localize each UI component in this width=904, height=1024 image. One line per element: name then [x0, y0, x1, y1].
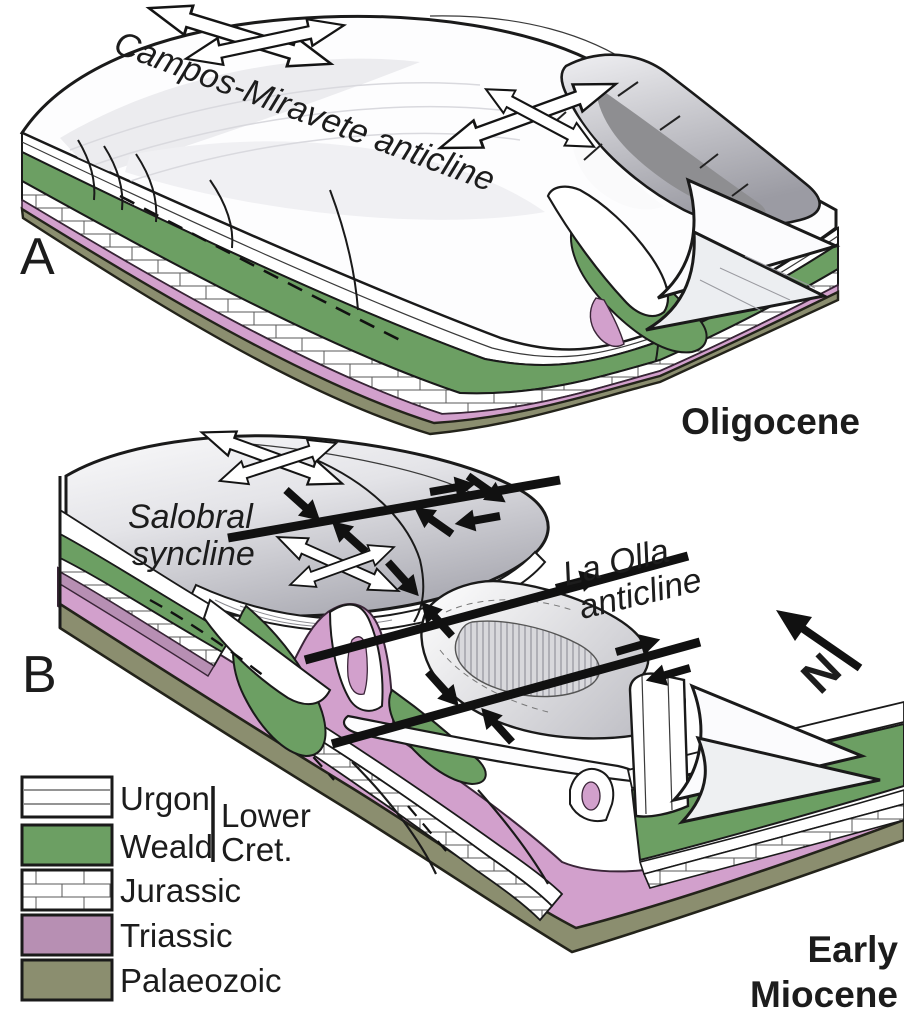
legend-swatch-jurassic — [20, 868, 114, 912]
legend-label-weald: Weald — [120, 828, 213, 865]
triassic-fault-traces — [351, 761, 549, 885]
panel-a: Campos-Miravete anticline A Oligocene — [19, 0, 860, 442]
fault-1 — [227, 466, 561, 561]
flap-hatch — [699, 255, 816, 311]
north-arrow-head — [776, 610, 812, 641]
legend-swatch-palaeozoic — [20, 958, 114, 1002]
stratum-palaeozoic-face-a — [20, 206, 840, 436]
panel-b-letter: B — [22, 646, 57, 704]
salobral-label-line1: Salobral — [128, 498, 254, 536]
fault-2 — [303, 551, 690, 665]
erosion-tick-marks — [547, 81, 749, 197]
legend-bracket-line2: Cret. — [221, 831, 293, 868]
jurassic-strip-right — [642, 803, 904, 889]
early-miocene-label-line1: Early — [807, 929, 898, 970]
weald-dashed-bedding — [119, 194, 401, 342]
legend-label-palaeozoic: Palaeozoic — [120, 962, 281, 999]
legend-bracket-line1: Lower — [221, 797, 311, 834]
stratum-triassic-left-b — [59, 570, 215, 677]
small-rib-triassic-core — [581, 781, 601, 811]
erosion-window — [546, 53, 821, 354]
thrust-flap-b2 — [677, 735, 881, 825]
panel-b: Salobral syncline La Olla anticline B Ea… — [22, 419, 904, 1015]
triassic-sliver — [589, 297, 625, 348]
legend-swatch-urgon — [20, 775, 114, 819]
fault-3 — [330, 628, 702, 750]
legend-swatch-weald — [20, 823, 114, 867]
stratum-palaeozoic-face-b — [58, 601, 904, 954]
panel-a-letter: A — [20, 228, 55, 286]
legend-label-jurassic: Jurassic — [120, 872, 241, 909]
fault-trace-face-1 — [329, 189, 359, 311]
window-white-patch — [571, 112, 664, 210]
salobral-label-line2: syncline — [132, 535, 255, 573]
legend: Urgon Weald Jurassic Triassic Palaeozoic… — [20, 775, 311, 1002]
weald-dashed-b — [149, 598, 265, 677]
legend-label-triassic: Triassic — [120, 917, 232, 954]
vertical-rib-lines — [641, 675, 673, 815]
flank-shading — [125, 141, 545, 220]
window-dark-band — [596, 86, 766, 218]
jurassic-strip-b — [264, 710, 554, 922]
crest-fracture-lines — [77, 139, 234, 249]
oligocene-label: Oligocene — [681, 401, 860, 442]
early-miocene-label-line2: Miocene — [750, 974, 898, 1015]
window-surface — [560, 53, 821, 227]
legend-swatch-triassic — [20, 913, 114, 957]
legend-label-urgon: Urgon — [120, 780, 210, 817]
dome-contours — [439, 599, 573, 713]
thrust-flap-a2 — [645, 229, 829, 332]
north-arrow: N — [776, 610, 863, 703]
